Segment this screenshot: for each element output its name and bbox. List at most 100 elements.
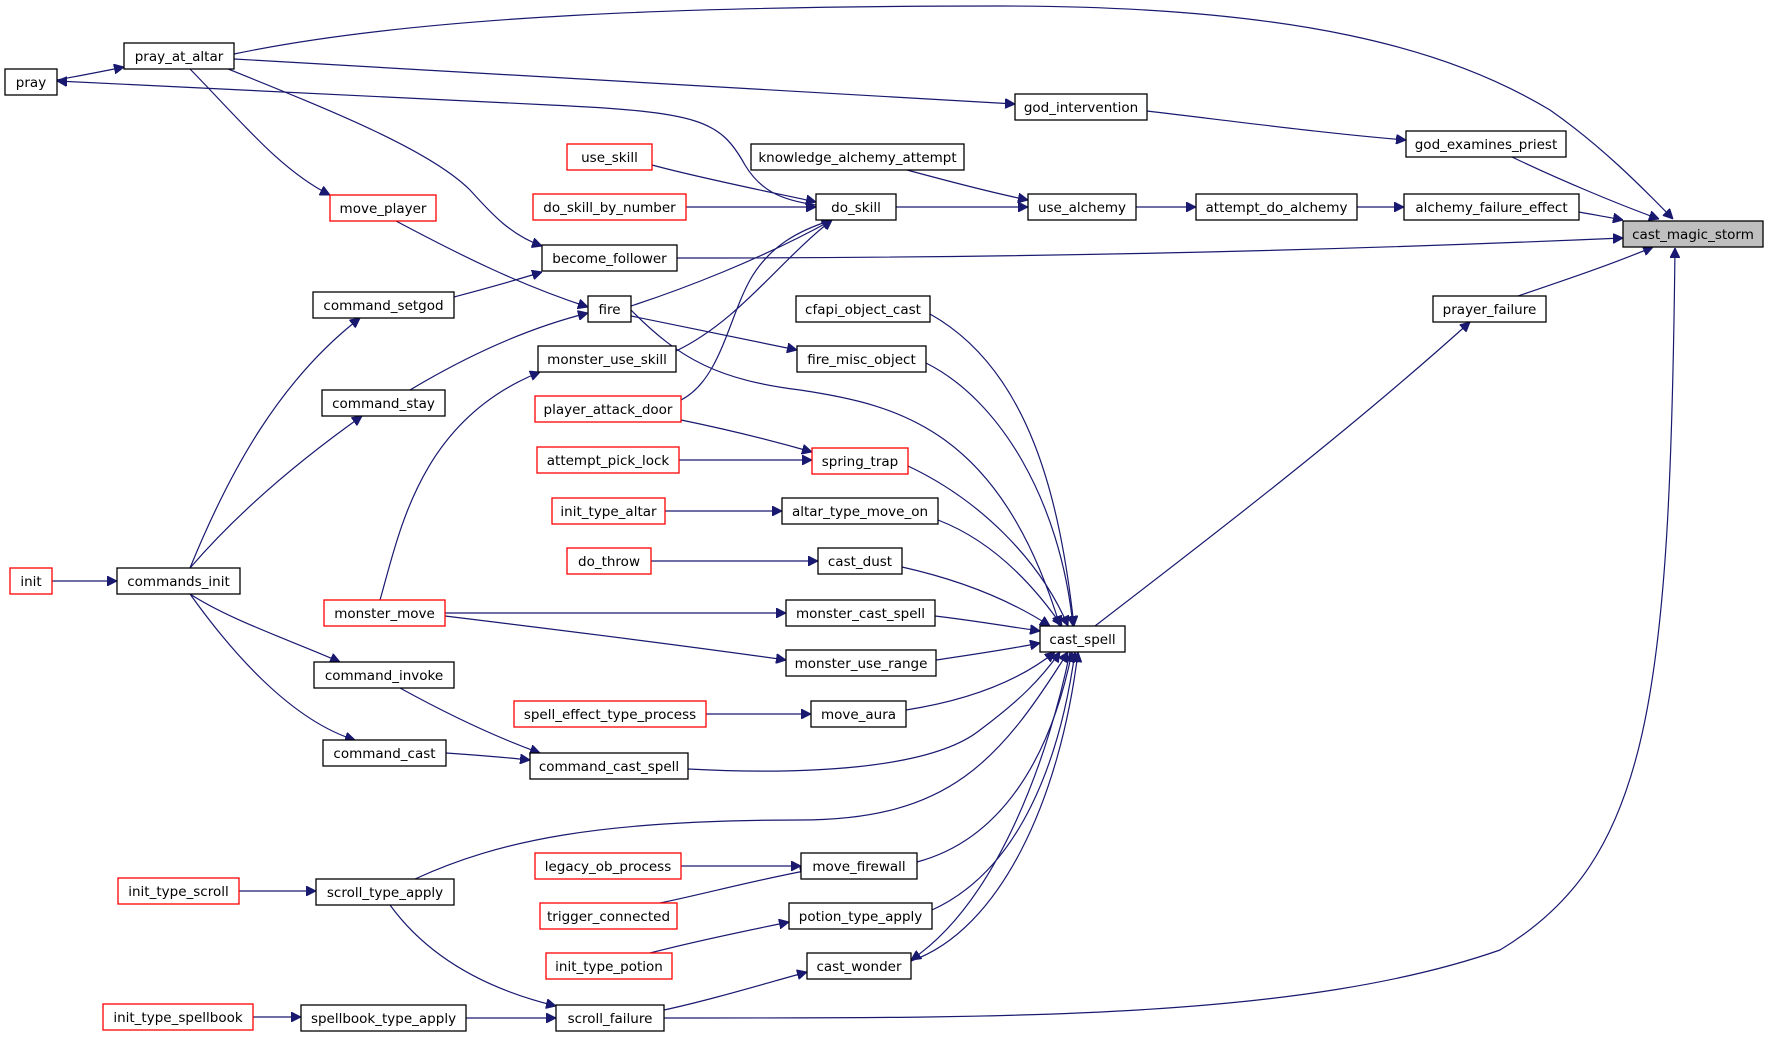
node-command-cast[interactable]: command_cast xyxy=(322,739,447,767)
node-attempt-do-alchemy[interactable]: attempt_do_alchemy xyxy=(1195,193,1358,221)
node-box xyxy=(539,902,678,930)
edge-prayer-failure-to-cast-magic-storm xyxy=(1517,247,1653,297)
node-commands-init[interactable]: commands_init xyxy=(116,567,241,595)
node-legacy-ob-process[interactable]: legacy_ob_process xyxy=(534,852,682,880)
node-command-setgod[interactable]: command_setgod xyxy=(312,291,455,319)
node-command-cast-spell[interactable]: command_cast_spell xyxy=(529,752,689,780)
node-label: command_setgod xyxy=(323,298,443,314)
node-cast-spell[interactable]: cast_spell xyxy=(1039,625,1126,653)
node-label: spring_trap xyxy=(822,454,898,470)
node-label: god_intervention xyxy=(1024,100,1138,116)
node-monster-move[interactable]: monster_move xyxy=(323,599,446,627)
edge-monster-cast-spell-to-cast-spell xyxy=(934,615,1040,631)
node-label: legacy_ob_process xyxy=(545,859,672,875)
node-monster-use-range[interactable]: monster_use_range xyxy=(785,649,937,677)
edge-move-firewall-to-cast-spell xyxy=(916,652,1072,863)
node-cast-dust[interactable]: cast_dust xyxy=(817,547,903,575)
node-init[interactable]: init xyxy=(9,567,53,595)
node-label: init_type_potion xyxy=(555,959,663,975)
node-knowledge-alchemy-attempt[interactable]: knowledge_alchemy_attempt xyxy=(750,143,965,171)
node-label: spellbook_type_apply xyxy=(311,1011,456,1027)
node-box xyxy=(4,68,58,96)
node-box xyxy=(551,497,666,525)
node-label: init_type_spellbook xyxy=(113,1010,243,1026)
edge-monster-move-to-monster-use-range xyxy=(444,615,786,660)
node-become-follower[interactable]: become_follower xyxy=(541,244,678,272)
edge-potion-type-apply-to-cast-spell xyxy=(931,652,1075,911)
node-spell-effect-type-process[interactable]: spell_effect_type_process xyxy=(513,700,707,728)
node-box xyxy=(102,1003,254,1031)
node-box xyxy=(1432,295,1547,323)
node-monster-cast-spell[interactable]: monster_cast_spell xyxy=(785,599,936,627)
node-god-intervention[interactable]: god_intervention xyxy=(1014,93,1148,121)
node-cast-magic-storm[interactable]: cast_magic_storm xyxy=(1622,220,1764,248)
node-potion-type-apply[interactable]: potion_type_apply xyxy=(788,902,933,930)
node-label: move_aura xyxy=(821,707,896,723)
node-attempt-pick-lock[interactable]: attempt_pick_lock xyxy=(536,446,680,474)
edge-cast-spell-to-cast-wonder xyxy=(911,651,1071,960)
node-do-throw[interactable]: do_throw xyxy=(566,547,652,575)
node-prayer-failure[interactable]: prayer_failure xyxy=(1432,295,1547,323)
node-altar-type-move-on[interactable]: altar_type_move_on xyxy=(781,497,939,525)
node-label: fire_misc_object xyxy=(807,352,916,368)
node-box xyxy=(323,599,446,627)
node-trigger-connected[interactable]: trigger_connected xyxy=(539,902,678,930)
edge-pray-at-altar-to-become-follower xyxy=(227,68,542,246)
node-move-player[interactable]: move_player xyxy=(329,194,437,222)
node-do-skill[interactable]: do_skill xyxy=(815,193,897,221)
node-use-skill[interactable]: use_skill xyxy=(566,143,653,171)
edge-cast-dust-to-cast-spell xyxy=(901,566,1050,626)
node-pray[interactable]: pray xyxy=(4,68,58,96)
edge-become-follower-to-cast-magic-storm xyxy=(676,238,1623,259)
node-label: init xyxy=(20,574,41,590)
node-label: spell_effect_type_process xyxy=(524,707,696,723)
node-label: altar_type_move_on xyxy=(792,504,928,520)
node-label: move_firewall xyxy=(812,859,905,875)
node-label: use_alchemy xyxy=(1038,200,1126,216)
node-command-stay[interactable]: command_stay xyxy=(321,389,446,417)
node-god-examines-priest[interactable]: god_examines_priest xyxy=(1405,130,1567,158)
node-box xyxy=(300,1004,467,1032)
node-init-type-potion[interactable]: init_type_potion xyxy=(545,952,673,980)
node-box xyxy=(811,447,909,475)
node-scroll-failure[interactable]: scroll_failure xyxy=(555,1004,665,1032)
node-box xyxy=(9,567,53,595)
node-spellbook-type-apply[interactable]: spellbook_type_apply xyxy=(300,1004,467,1032)
node-cast-wonder[interactable]: cast_wonder xyxy=(806,952,912,980)
edge-fire-to-cast-spell xyxy=(630,309,1060,626)
edge-command-stay-to-fire xyxy=(409,313,588,391)
node-label: prayer_failure xyxy=(1443,302,1537,318)
node-label: fire xyxy=(598,302,620,318)
edge-move-aura-to-cast-spell xyxy=(905,652,1055,711)
node-scroll-type-apply[interactable]: scroll_type_apply xyxy=(315,878,455,906)
node-box xyxy=(1403,193,1580,221)
node-label: do_skill xyxy=(831,200,881,216)
node-fire[interactable]: fire xyxy=(587,295,632,323)
node-label: commands_init xyxy=(127,574,230,590)
node-alchemy-failure-effect[interactable]: alchemy_failure_effect xyxy=(1403,193,1580,221)
node-label: init_type_scroll xyxy=(128,884,228,900)
node-pray-at-altar[interactable]: pray_at_altar xyxy=(123,42,235,70)
node-do-skill-by-number[interactable]: do_skill_by_number xyxy=(532,193,687,221)
edge-scroll-type-apply-to-scroll-failure xyxy=(389,904,556,1006)
node-move-aura[interactable]: move_aura xyxy=(810,700,907,728)
node-label: attempt_pick_lock xyxy=(547,453,670,469)
node-box xyxy=(1622,220,1764,248)
node-player-attack-door[interactable]: player_attack_door xyxy=(534,395,682,423)
node-use-alchemy[interactable]: use_alchemy xyxy=(1027,193,1137,221)
node-move-firewall[interactable]: move_firewall xyxy=(800,852,918,880)
edge-scroll-failure-to-cast-magic-storm xyxy=(663,248,1675,1019)
node-command-invoke[interactable]: command_invoke xyxy=(313,661,455,689)
node-init-type-altar[interactable]: init_type_altar xyxy=(551,497,666,525)
node-label: cfapi_object_cast xyxy=(805,302,921,318)
node-box xyxy=(1195,193,1358,221)
node-init-type-spellbook[interactable]: init_type_spellbook xyxy=(102,1003,254,1031)
node-monster-use-skill[interactable]: monster_use_skill xyxy=(537,345,677,373)
node-spring-trap[interactable]: spring_trap xyxy=(811,447,909,475)
node-box xyxy=(587,295,632,323)
node-cfapi-object-cast[interactable]: cfapi_object_cast xyxy=(795,295,931,323)
edge-move-player-to-fire xyxy=(395,220,588,307)
node-fire-misc-object[interactable]: fire_misc_object xyxy=(796,345,927,373)
node-init-type-scroll[interactable]: init_type_scroll xyxy=(117,877,240,905)
